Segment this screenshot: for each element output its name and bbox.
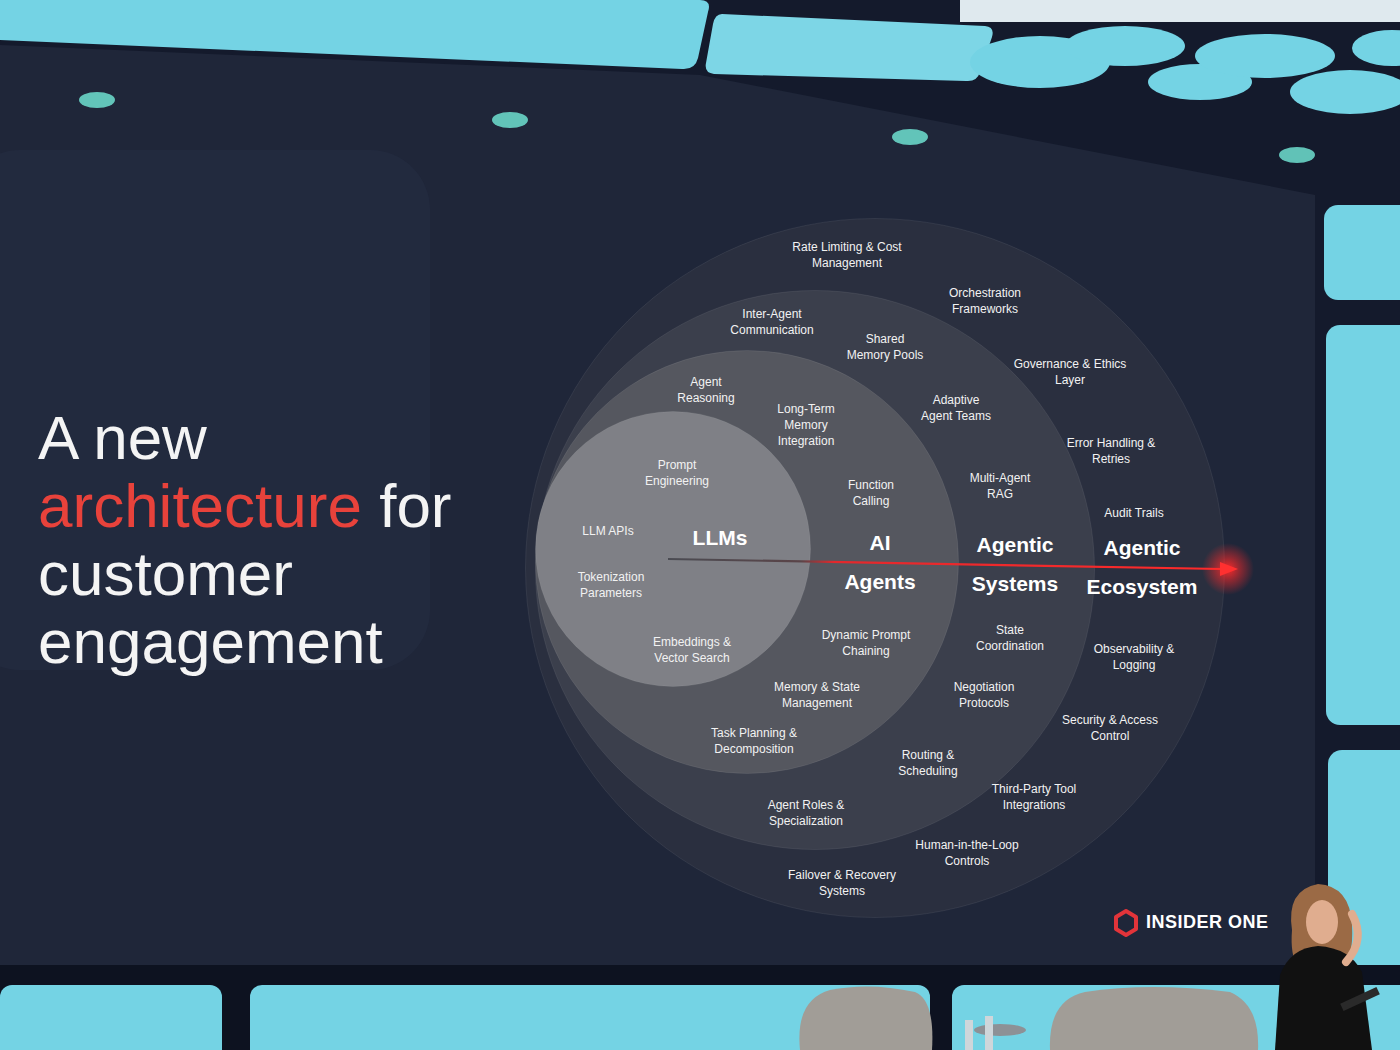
ceiling-light xyxy=(1279,147,1315,163)
capability-label: Memory & State Management xyxy=(771,679,863,711)
capability-label: Dynamic Prompt Chaining xyxy=(819,627,913,659)
screen-surface xyxy=(0,45,1315,978)
ceiling-light xyxy=(492,112,528,128)
water-glass xyxy=(985,1016,993,1050)
capability-label: Security & Access Control xyxy=(1058,712,1162,744)
cyan-panel xyxy=(0,0,709,69)
water-glass xyxy=(965,1020,973,1050)
capability-label: Routing & Scheduling xyxy=(895,747,961,779)
stage-floor xyxy=(0,965,1400,1050)
cyan-panel xyxy=(250,985,930,1050)
capability-label: Third-Party Tool Integrations xyxy=(987,781,1081,813)
capability-label: Agent Roles & Specialization xyxy=(763,797,849,829)
capability-label: Observability & Logging xyxy=(1090,641,1178,673)
capability-label: Embeddings & Vector Search xyxy=(650,634,734,666)
pointer-arrow-head xyxy=(1220,562,1238,576)
capability-label: Agent Reasoning xyxy=(673,374,739,406)
cyan-panel xyxy=(1195,34,1335,78)
presenter-hair xyxy=(1291,884,1352,968)
ceiling-light xyxy=(79,92,115,108)
layer-heading: AI Agents xyxy=(840,524,920,602)
stage-chair xyxy=(1050,987,1258,1050)
capability-label: Human-in-the-Loop Controls xyxy=(912,837,1022,869)
capability-label: Function Calling xyxy=(843,477,899,509)
ceiling-light-strip xyxy=(960,0,1400,22)
capability-label: Shared Memory Pools xyxy=(845,331,925,363)
agents-ring: AI Agents Agent ReasoningLong-Term Memory… xyxy=(535,350,959,774)
ecosystem-ring: Agentic Ecosystem Rate Limiting & Cost Ma… xyxy=(525,218,1225,918)
stage-chair xyxy=(799,986,932,1050)
capability-label: Orchestration Frameworks xyxy=(945,285,1025,317)
presenter-body xyxy=(1275,946,1372,1050)
cyan-panel xyxy=(0,985,222,1050)
capability-label: Error Handling & Retries xyxy=(1063,435,1159,467)
capability-label: Prompt Engineering xyxy=(642,457,712,489)
capability-label: LLM APIs xyxy=(578,523,638,539)
capability-label: Failover & Recovery Systems xyxy=(785,867,899,899)
llm-core-circle: LLMs Prompt EngineeringLLM APIsTokenizati… xyxy=(535,411,811,687)
systems-ring: Agentic Systems Inter-Agent Communication… xyxy=(535,290,1095,850)
ring-fill xyxy=(536,351,959,774)
capability-label: Inter-Agent Communication xyxy=(726,306,818,338)
ring-fill xyxy=(536,291,1095,850)
cyan-panel xyxy=(706,14,993,81)
ring-outline xyxy=(525,218,1225,918)
capability-label: State Coordination xyxy=(973,622,1047,654)
slide-title: A new architecture for customer engageme… xyxy=(38,404,488,676)
presenter-arm xyxy=(1346,914,1358,962)
cyan-panel xyxy=(1352,30,1400,66)
pointer-arrow-line xyxy=(668,559,1222,569)
cyan-panel xyxy=(952,985,1400,1050)
layer-heading: Agentic Ecosystem xyxy=(1080,529,1204,607)
cyan-panel xyxy=(1324,205,1400,300)
capability-label: Task Planning & Decomposition xyxy=(708,725,800,757)
capability-label: Negotiation Protocols xyxy=(949,679,1019,711)
brand-logo-icon xyxy=(1116,911,1136,935)
capability-label: Adaptive Agent Teams xyxy=(916,392,996,424)
cyan-panel xyxy=(1328,750,1400,995)
capability-label: Audit Trails xyxy=(1094,505,1174,521)
ceiling-light xyxy=(892,129,928,145)
cyan-panel xyxy=(1290,70,1400,114)
side-table xyxy=(974,1024,1026,1036)
ring-fill xyxy=(526,219,1225,918)
ring-fill xyxy=(536,412,811,687)
presenter-face xyxy=(1306,900,1338,944)
capability-label: Rate Limiting & Cost Management xyxy=(788,239,906,271)
layer-heading: LLMs xyxy=(685,519,755,558)
capability-label: Tokenization Parameters xyxy=(574,569,648,601)
capability-label: Multi-Agent RAG xyxy=(964,470,1036,502)
capability-label: Governance & Ethics Layer xyxy=(1011,356,1129,388)
cyan-panel xyxy=(1326,325,1400,725)
brand-logo-text: INSIDER ONE xyxy=(1146,912,1269,933)
cyan-panel xyxy=(970,36,1110,88)
pointer-glow xyxy=(1202,543,1254,595)
cyan-panel xyxy=(1065,26,1185,66)
layer-heading: Agentic Systems xyxy=(965,526,1065,604)
capability-label: Long-Term Memory Integration xyxy=(773,401,839,450)
cyan-panel xyxy=(1148,64,1252,100)
ring-outline xyxy=(535,350,959,774)
presenter-tablet xyxy=(1340,987,1380,1011)
